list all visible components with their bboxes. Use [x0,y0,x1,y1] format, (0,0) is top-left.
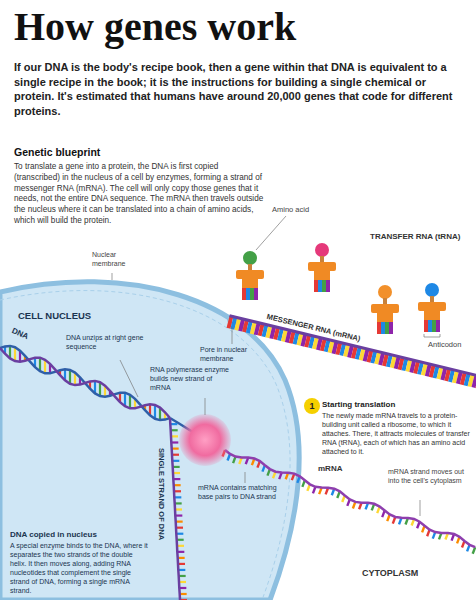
section-heading: Genetic blueprint [14,146,214,160]
base-pair [99,382,101,396]
dna-strand [0,348,170,418]
part-label: Nuclear membrane [92,251,142,269]
part-label: RNA polymerase enzyme builds new strand … [150,366,232,393]
trna-molecule [236,251,264,300]
base [475,376,476,389]
trna-molecule [371,285,399,334]
part-label: Amino acid [272,205,309,215]
intro-text: If our DNA is the body's recipe book, th… [14,60,466,118]
base [473,547,475,554]
region-label: CYTOPLASM [362,568,418,580]
dna-strand [0,346,170,420]
single-dna-strand [170,418,180,600]
part-label: SINGLE STRAND OF DNA [157,448,166,540]
trna-molecule [418,283,446,332]
cell-nucleus [0,282,299,600]
step-heading: Starting translation [322,400,472,410]
trna-molecule [308,243,336,292]
base [472,375,476,388]
base-pair [154,405,156,419]
part-label: Anticodon [428,340,461,350]
callout-circle: 1 [304,398,320,414]
part-label: TRANSFER RNA (tRNA) [370,232,470,242]
body-text: To translate a gene into a protein, the … [14,162,264,227]
part-label: DNA unzips at right gene sequence [66,334,146,352]
dna-and-rna-strands [0,314,476,600]
step-text: A special enzyme binds to the DNA, where… [10,541,150,596]
part-label: mRNA strand moves out into the cell's cy… [388,468,472,486]
base-pair [14,347,16,361]
step-text: The newly made mRNA travels to a protein… [322,411,472,456]
region-label: CELL NUCLEUS [18,310,91,322]
part-label: Pore in nuclear membrane [200,346,262,364]
part-label: mRNA contains matching base pairs to DNA… [198,484,280,502]
base-pair [69,370,71,384]
part-label: mRNA [318,464,342,474]
inner-membrane [0,291,290,600]
rna-polymerase [179,414,231,466]
step-heading: DNA copied in nucleus [10,530,150,540]
callout-number: 1 [309,402,314,411]
title: How genes work [14,4,296,50]
